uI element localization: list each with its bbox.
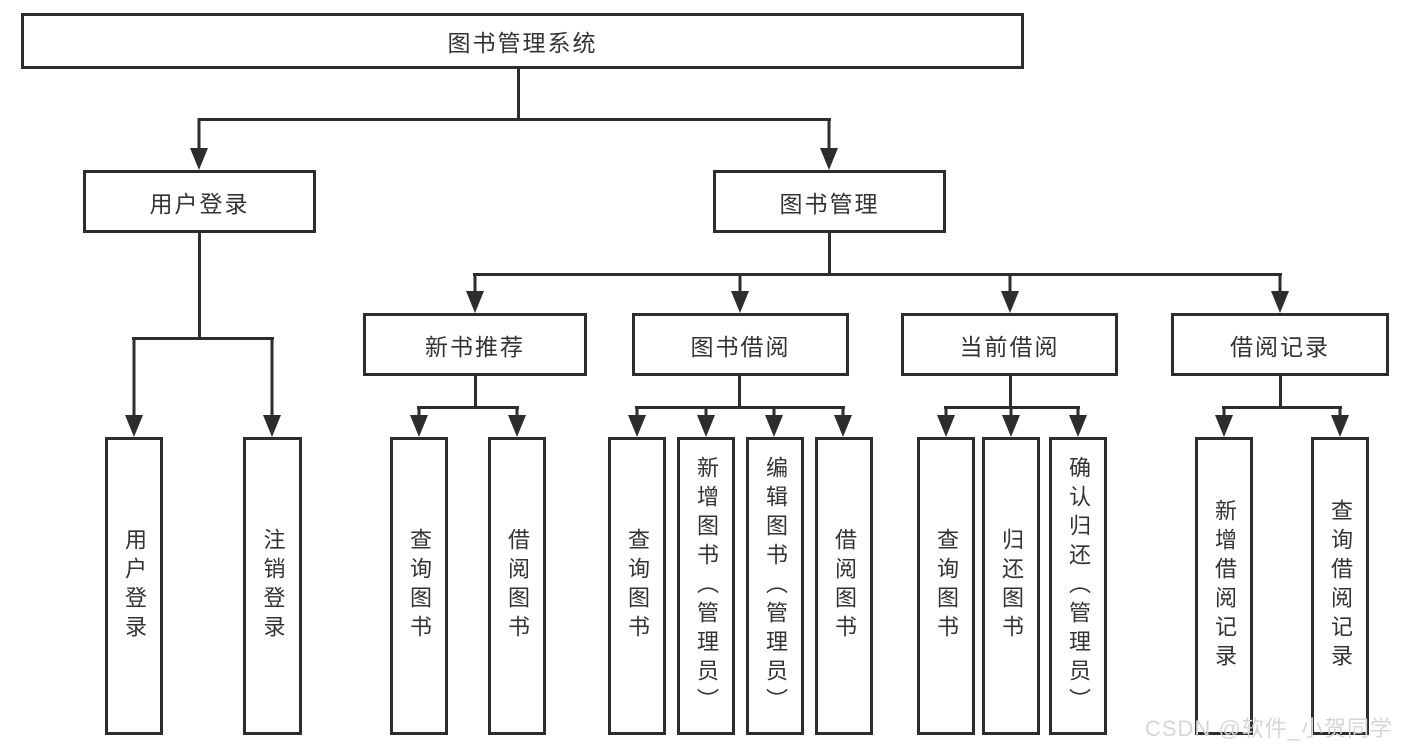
leaf-borrow-books: 借阅图书	[488, 437, 546, 735]
leaf-label: 确认归还（管理员）	[1066, 455, 1091, 717]
node-root: 图书管理系统	[21, 13, 1024, 69]
node-new-book-recommend: 新书推荐	[363, 313, 587, 376]
arrowhead	[834, 406, 852, 437]
leaf-query-books: 查询图书	[608, 437, 666, 735]
connector-line	[198, 233, 201, 337]
arrowhead	[1002, 406, 1020, 437]
leaf-confirm-return-admin: 确认归还（管理员）	[1049, 437, 1107, 735]
arrowhead	[820, 118, 838, 170]
leaf-label: 新增图书（管理员）	[694, 455, 719, 717]
connector-line	[1222, 406, 1342, 409]
leaf-label: 用户登录	[122, 528, 147, 644]
leaf-label: 编辑图书（管理员）	[763, 455, 788, 717]
arrowhead	[410, 406, 428, 437]
node-borrow-record: 借阅记录	[1171, 313, 1389, 376]
arrowhead	[125, 337, 143, 437]
arrowhead	[508, 406, 526, 437]
arrowhead	[1215, 406, 1233, 437]
connector-line	[132, 337, 274, 340]
leaf-label: 借阅图书	[505, 528, 530, 644]
leaf-label: 查询借阅记录	[1328, 499, 1353, 673]
connector-line	[517, 69, 520, 118]
leaf-add-books-admin: 新增图书（管理员）	[677, 437, 735, 735]
leaf-label: 新增借阅记录	[1212, 499, 1237, 673]
leaf-label: 注销登录	[260, 528, 286, 644]
leaf-user-login: 用户登录	[105, 437, 163, 735]
arrowhead	[190, 118, 208, 170]
arrowhead	[1001, 273, 1019, 313]
node-label: 借阅记录	[1230, 333, 1330, 360]
arrowhead	[765, 406, 783, 437]
arrowhead	[1271, 273, 1289, 313]
leaf-label: 归还图书	[999, 528, 1024, 644]
leaf-label: 查询图书	[934, 528, 959, 644]
leaf-edit-books-admin: 编辑图书（管理员）	[746, 437, 804, 735]
connector-line	[1279, 376, 1282, 406]
arrowhead	[466, 273, 484, 313]
leaf-query-books: 查询图书	[917, 437, 975, 735]
node-label: 图书管理	[779, 190, 880, 217]
connector-line	[473, 273, 1282, 276]
arrowhead	[697, 406, 715, 437]
leaf-logout: 注销登录	[243, 437, 302, 735]
leaf-borrow-books: 借阅图书	[815, 437, 873, 735]
node-book-management: 图书管理	[713, 170, 946, 233]
leaf-return-books: 归还图书	[982, 437, 1040, 735]
arrowhead	[731, 273, 749, 313]
leaf-label: 查询图书	[625, 528, 650, 644]
node-label: 用户登录	[149, 190, 250, 217]
connector-line	[828, 233, 831, 273]
arrowhead	[1069, 406, 1087, 437]
arrowhead	[263, 337, 281, 437]
node-current-borrow: 当前借阅	[901, 313, 1118, 376]
arrowhead	[628, 406, 646, 437]
leaf-query-borrow-record: 查询借阅记录	[1311, 437, 1369, 735]
connector-line	[738, 376, 741, 406]
leaf-add-borrow-record: 新增借阅记录	[1195, 437, 1253, 735]
leaf-query-books: 查询图书	[390, 437, 448, 735]
watermark: CSDN @软件_小贺同学	[1144, 716, 1393, 741]
leaf-label: 借阅图书	[832, 528, 857, 644]
connector-line	[635, 406, 845, 409]
node-user-login: 用户登录	[83, 170, 316, 233]
node-root-label: 图书管理系统	[447, 30, 598, 56]
arrowhead	[1331, 406, 1349, 437]
connector-line	[474, 376, 477, 406]
node-book-borrow: 图书借阅	[632, 313, 849, 376]
connector-line	[417, 406, 519, 409]
leaf-label: 查询图书	[407, 528, 432, 644]
node-label: 新书推荐	[425, 333, 525, 360]
connector-line	[1009, 376, 1012, 406]
node-label: 当前借阅	[959, 333, 1060, 360]
connector-line	[198, 118, 831, 121]
node-label: 图书借阅	[690, 333, 791, 360]
arrowhead	[937, 406, 955, 437]
